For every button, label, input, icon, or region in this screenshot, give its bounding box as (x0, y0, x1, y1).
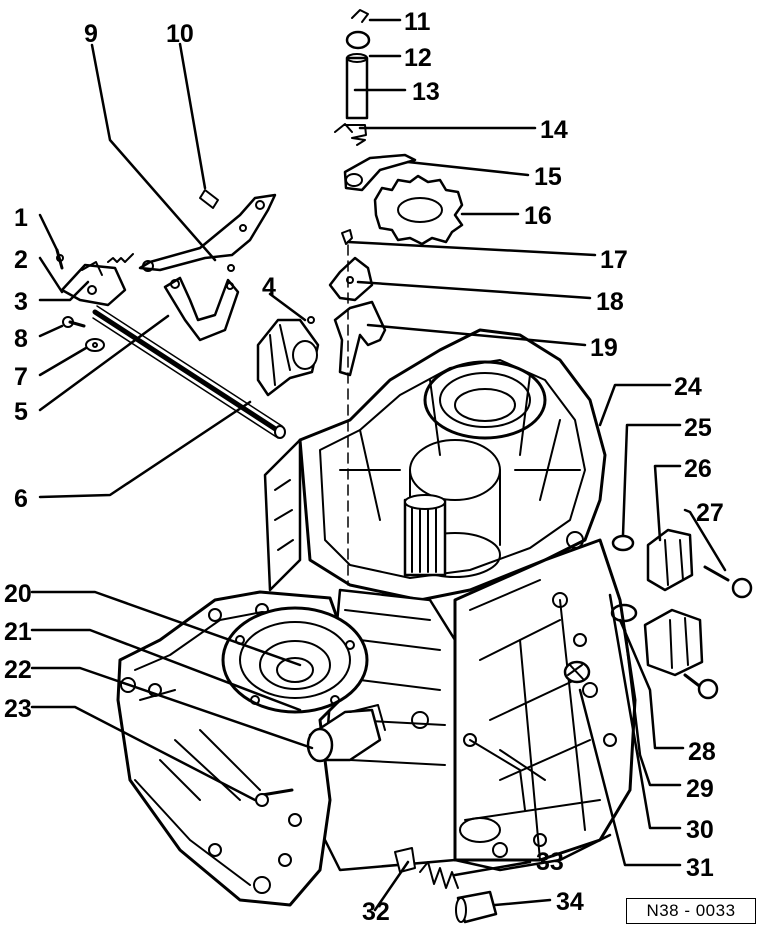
callout-29: 29 (686, 775, 714, 803)
callout-26: 26 (684, 455, 712, 483)
callout-11: 11 (404, 8, 431, 36)
callout-19: 19 (590, 334, 618, 362)
gearbox-housing (263, 328, 637, 872)
callout-31: 31 (686, 854, 714, 882)
callout-5: 5 (14, 398, 28, 426)
callout-labels: 1 2 3 8 7 5 6 9 10 4 11 12 13 14 15 16 1… (4, 8, 724, 926)
callout-32: 32 (362, 898, 390, 926)
callout-33: 33 (536, 848, 564, 876)
callout-6: 6 (14, 485, 28, 513)
callout-22: 22 (4, 656, 32, 684)
callout-27: 27 (696, 499, 724, 527)
callout-25: 25 (684, 414, 712, 442)
callout-16: 16 (524, 202, 552, 230)
callout-14: 14 (540, 116, 568, 144)
callout-30: 30 (686, 816, 714, 844)
callout-9: 9 (84, 20, 98, 48)
callout-1: 1 (14, 204, 28, 232)
selector-stack (328, 9, 464, 586)
callout-12: 12 (404, 44, 432, 72)
side-cover (116, 590, 369, 907)
callout-21: 21 (4, 618, 32, 646)
callout-17: 17 (600, 246, 628, 274)
callout-24: 24 (674, 373, 702, 401)
callout-28: 28 (688, 738, 716, 766)
callout-2: 2 (14, 246, 28, 274)
callout-8: 8 (14, 325, 28, 353)
callout-34: 34 (556, 888, 584, 916)
callout-23: 23 (4, 695, 32, 723)
callout-10: 10 (166, 20, 194, 48)
shift-shaft-assembly (55, 189, 320, 439)
callout-4: 4 (262, 273, 276, 301)
callout-7: 7 (14, 363, 28, 391)
drawing-reference-code: N38 - 0033 (626, 898, 756, 924)
speed-sensor (306, 704, 429, 763)
leader-lines (30, 18, 727, 912)
right-side-parts (610, 528, 753, 700)
callout-20: 20 (4, 580, 32, 608)
callout-15: 15 (534, 163, 562, 191)
callout-3: 3 (14, 288, 28, 316)
callout-13: 13 (412, 78, 440, 106)
drain-parts (255, 660, 591, 924)
callout-18: 18 (596, 288, 624, 316)
